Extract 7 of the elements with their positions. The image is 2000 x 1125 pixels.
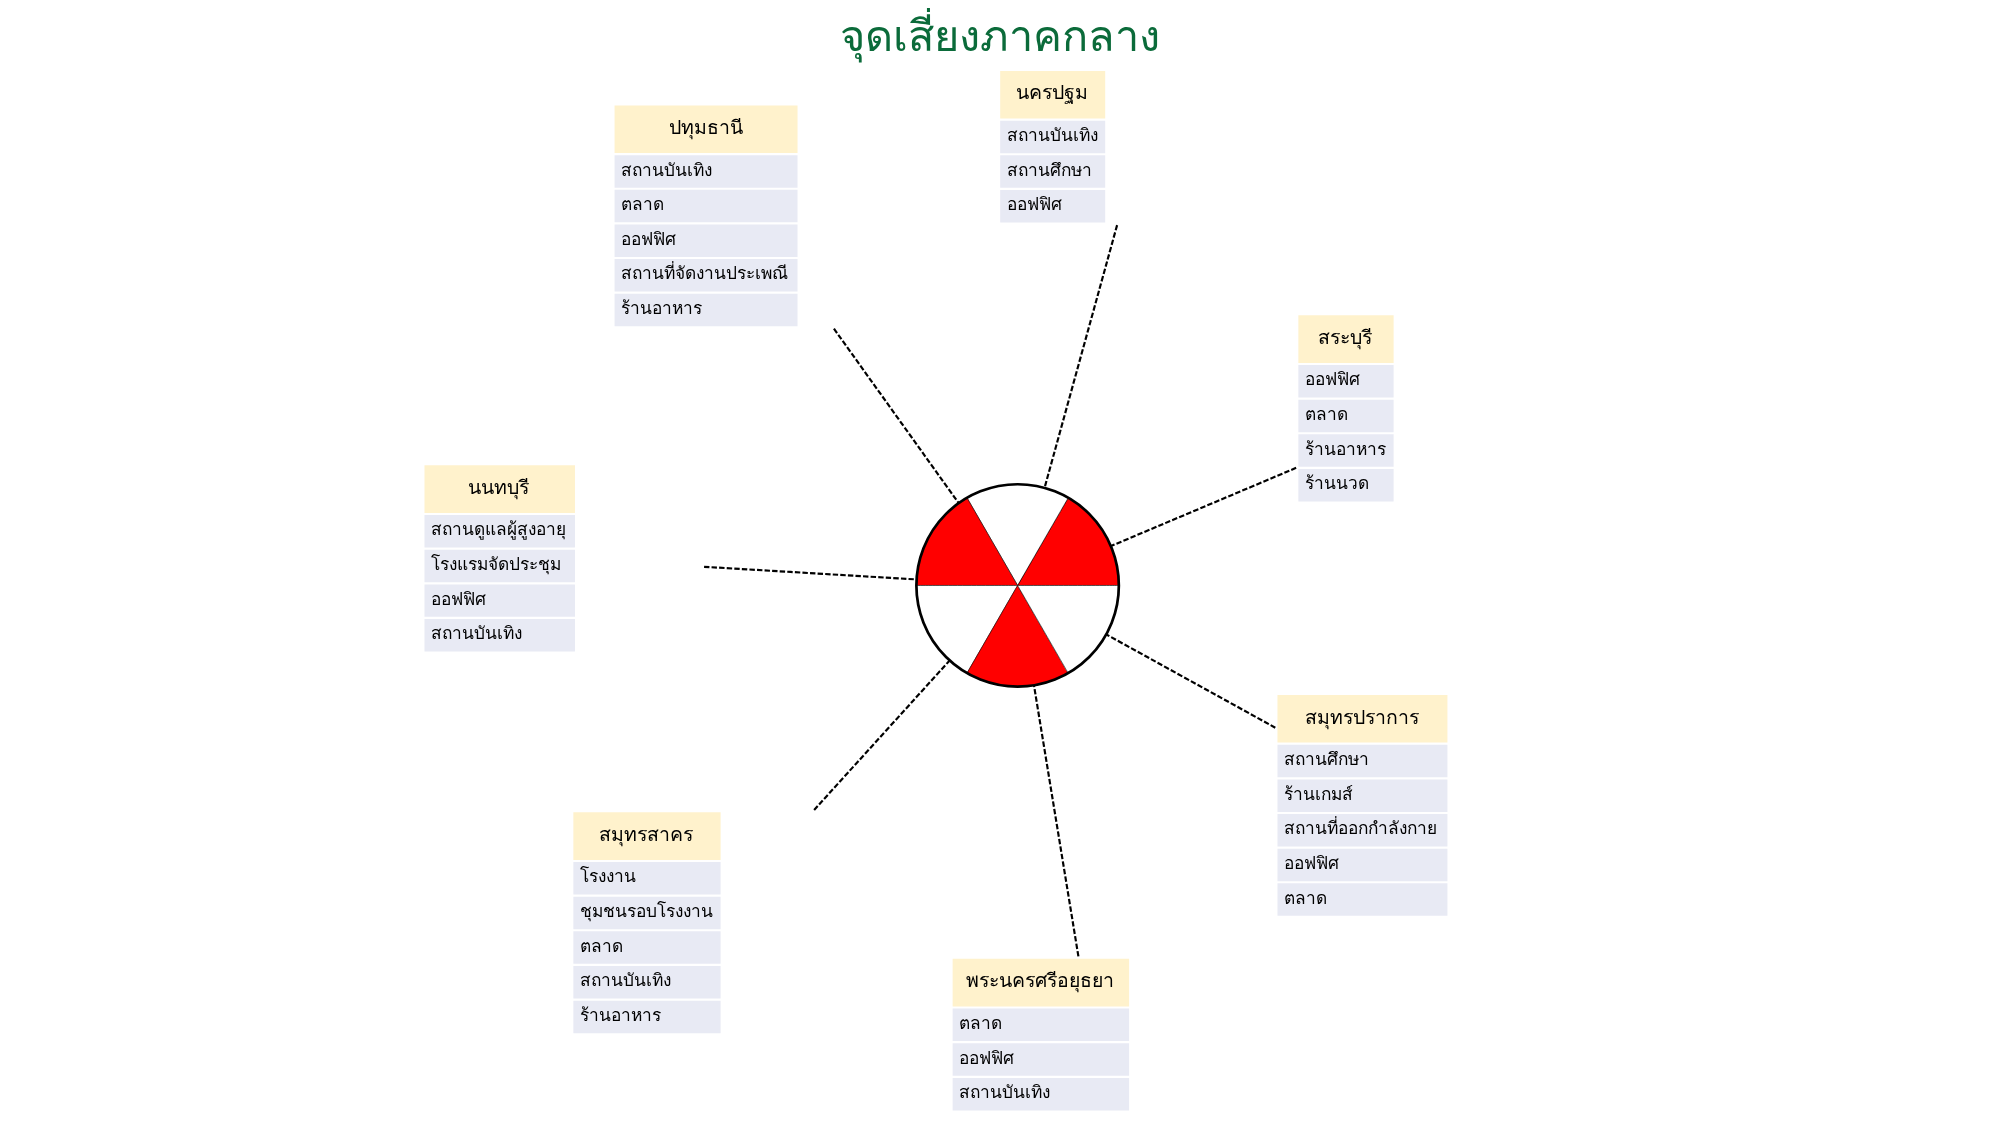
- connector: [1032, 685, 1080, 957]
- connector: [704, 565, 917, 581]
- connector: [1105, 633, 1276, 729]
- connector: [833, 328, 960, 504]
- connector: [813, 660, 950, 811]
- connector: [1043, 224, 1119, 489]
- connector: [1110, 466, 1297, 548]
